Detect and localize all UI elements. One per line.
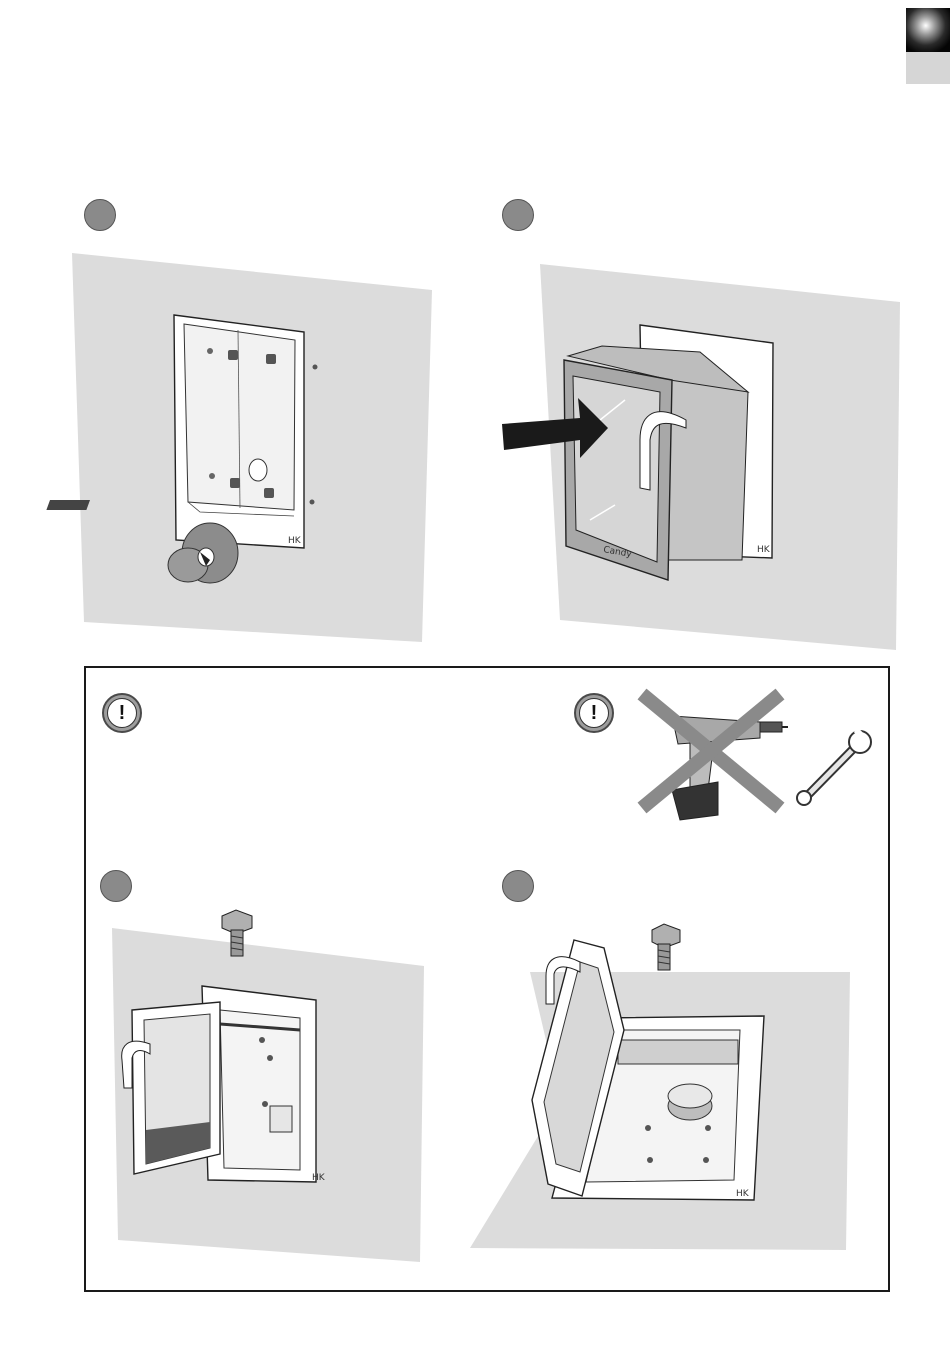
- svg-text:HK: HK: [736, 1189, 750, 1199]
- screw: [703, 1157, 709, 1163]
- screw: [647, 1157, 653, 1163]
- bolt-icon: [652, 924, 680, 970]
- screw: [645, 1125, 651, 1131]
- screw: [705, 1125, 711, 1131]
